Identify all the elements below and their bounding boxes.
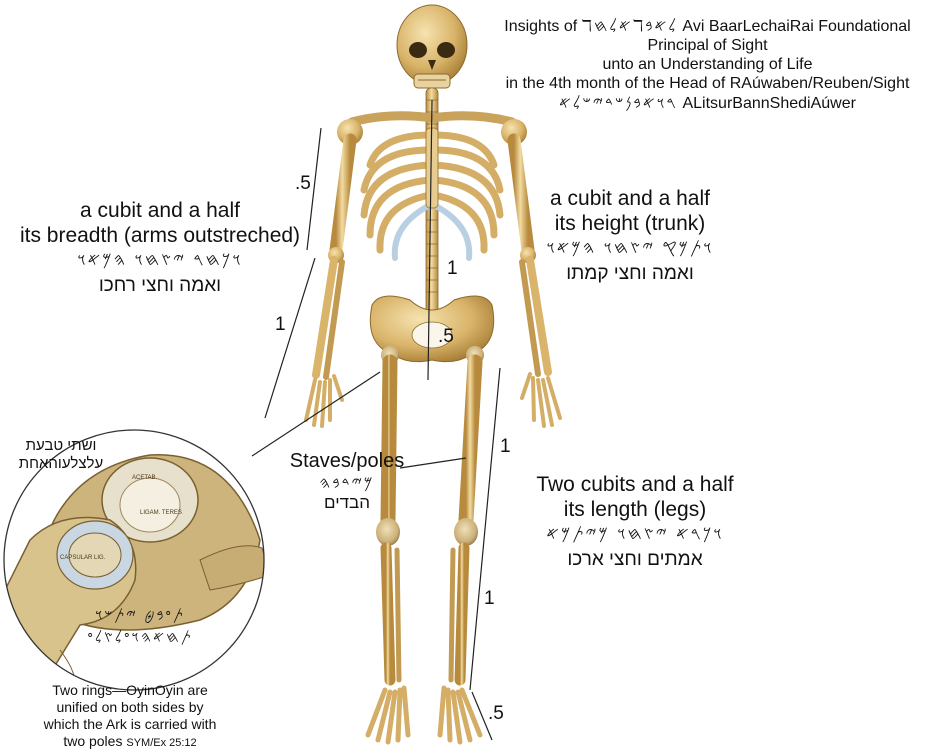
circle-script-line-2: 𐤕𐤇𐤀𐤄𐤅𐤏𐤋𐤑𐤋𐤏: [60, 626, 220, 648]
circle-hebrew-label: ושתי טבעת עלצלעוהאחת: [6, 437, 116, 473]
bone-label-capsular: CAPSULAR LIG.: [60, 555, 105, 561]
skull: [397, 5, 467, 88]
circle-script-label: 𐤕𐤏𐤁𐤈 𐤉𐤕𐤔𐤅 𐤕𐤇𐤀𐤄𐤅𐤏𐤋𐤑𐤋𐤏: [60, 604, 220, 648]
trunk-label-line-2: its height (trunk): [520, 211, 740, 236]
header-line-1-prefix: Insights of: [504, 18, 581, 35]
right-leg: [440, 362, 480, 742]
measure-leg-lower: 1: [484, 588, 495, 610]
measure-leg-upper: 1: [500, 436, 511, 458]
measure-arm-upper: .5: [295, 173, 311, 195]
legs-label-script: 𐤅𐤊𐤓𐤀 𐤉𐤑𐤇𐤅 𐤌𐤉𐤕𐤌𐤀: [515, 522, 755, 547]
caption-line-3: which the Ark is carried with: [10, 716, 250, 733]
header-line-5-suffix: ALitsurBannShediAúwer: [678, 95, 856, 112]
arms-label-line-2: its breadth (arms outstreched): [10, 223, 310, 248]
arms-label-line-1: a cubit and a half: [10, 198, 310, 223]
caption-block: Two rings—OyinOyin are unified on both s…: [10, 682, 250, 752]
bone-label-ligament: LIGAM. TERES: [140, 510, 182, 516]
legs-label-line-1: Two cubits and a half: [515, 472, 755, 497]
caption-reference: SYM/Ex 25:12: [126, 737, 196, 749]
header-line-3: unto an Understanding of Life: [470, 55, 945, 74]
staves-label-hebrew: הבדים: [282, 493, 412, 513]
staves-label: Staves/poles 𐤌𐤉𐤃𐤁𐤄 הבדים: [282, 450, 412, 513]
bone-label-acetabulum: ACETAB.: [132, 475, 157, 481]
circle-script-line-1: 𐤕𐤏𐤁𐤈 𐤉𐤕𐤔𐤅: [60, 604, 220, 626]
legs-label-line-2: its length (legs): [515, 497, 755, 522]
circle-hebrew-line-2: עלצלעוהאחת: [6, 455, 116, 473]
header-line-5-script: 𐤓𐤅𐤀𐤁𐤍𐤔𐤃𐤉𐤔𐤋𐤀: [559, 93, 678, 112]
caption-line-2: unified on both sides by: [10, 699, 250, 716]
trunk-label-line-1: a cubit and a half: [520, 186, 740, 211]
trunk-label-script: 𐤅𐤕𐤌𐤒 𐤉𐤑𐤇𐤅 𐤄𐤌𐤀𐤅: [520, 236, 740, 261]
measure-foot: .5: [488, 703, 504, 725]
left-arm: [306, 140, 350, 426]
caption-line-4-text: two poles: [63, 733, 126, 749]
measure-pelvis: .5: [438, 326, 454, 348]
header-line-4: in the 4th month of the Head of RAúwaben…: [470, 74, 945, 93]
arms-label-script: 𐤅𐤊𐤇𐤓 𐤉𐤑𐤇𐤅 𐤄𐤌𐤀𐤅: [10, 248, 310, 273]
staves-label-script: 𐤌𐤉𐤃𐤁𐤄: [282, 473, 412, 493]
trunk-label: a cubit and a half its height (trunk) 𐤅𐤕…: [520, 186, 740, 286]
legs-label: Two cubits and a half its length (legs) …: [515, 472, 755, 572]
header-line-1: Insights of ℸ𐤀𐤋𐤇ℸ𐤋𐤀𐤁 Avi BaarLechaiRai F…: [470, 16, 945, 36]
header-line-2: Principal of Sight: [470, 36, 945, 55]
measure-trunk: 1: [447, 258, 458, 280]
caption-line-4: two poles SYM/Ex 25:12: [10, 733, 250, 752]
caption-line-1: Two rings—OyinOyin are: [10, 682, 250, 699]
trunk-label-hebrew: ואמה וחצי קמתו: [520, 261, 740, 286]
arms-label-hebrew: ואמה וחצי רחכו: [10, 273, 310, 298]
header-line-1-suffix: Avi BaarLechaiRai Foundational: [678, 18, 911, 35]
header-line-5: 𐤓𐤅𐤀𐤁𐤍𐤔𐤃𐤉𐤔𐤋𐤀 ALitsurBannShediAúwer: [470, 93, 945, 113]
staves-label-text: Staves/poles: [282, 450, 412, 473]
circle-hebrew-line-1: ושתי טבעת: [6, 437, 116, 455]
header-line-1-script: ℸ𐤀𐤋𐤇ℸ𐤋𐤀𐤁: [582, 16, 678, 35]
legs-label-hebrew: אמתים וחצי ארכו: [515, 547, 755, 572]
left-leg: [368, 362, 408, 742]
measure-arm-lower: 1: [275, 314, 286, 336]
arms-label: a cubit and a half its breadth (arms out…: [10, 198, 310, 298]
header-block: Insights of ℸ𐤀𐤋𐤇ℸ𐤋𐤀𐤁 Avi BaarLechaiRai F…: [470, 16, 945, 113]
